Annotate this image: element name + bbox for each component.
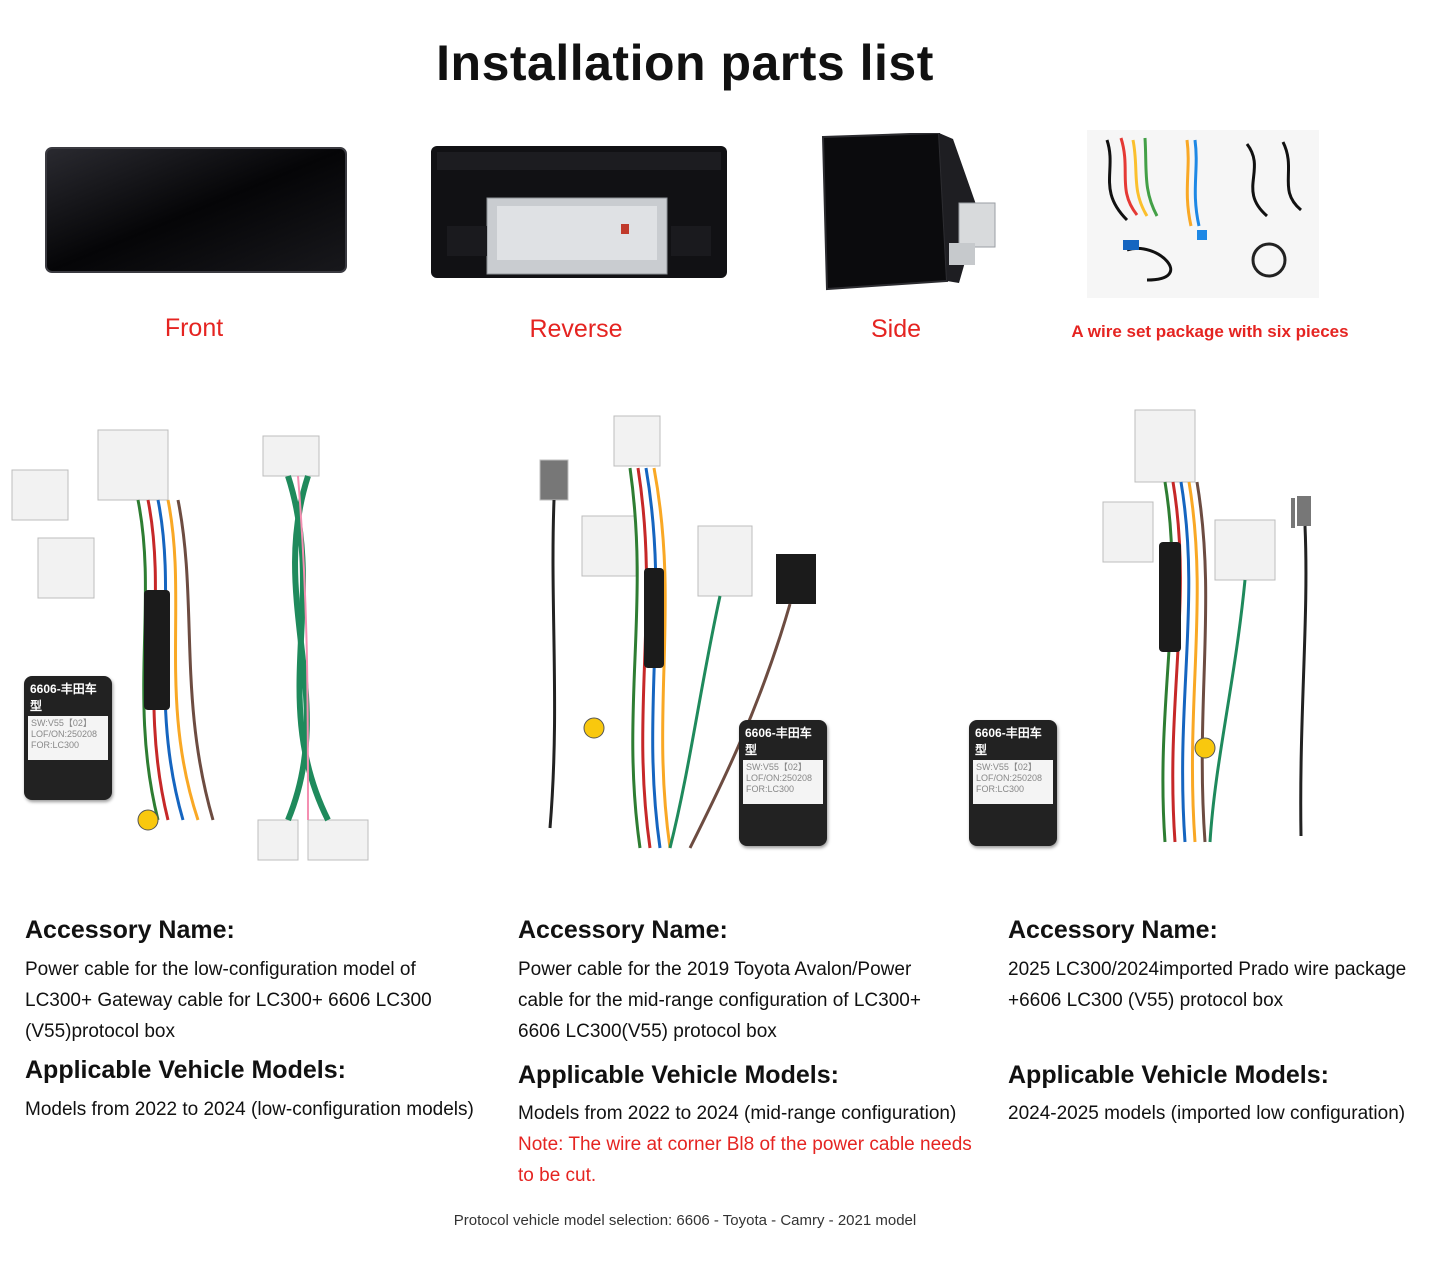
caption-front: Front (164, 314, 224, 342)
harness-image-mid-range (520, 408, 840, 888)
protocol-box-2: 6606-丰田车型 SW:V55【02】 LOF/ON:250208 FOR:L… (739, 720, 827, 846)
vehicle-models-text-3: 2024-2025 models (imported low configura… (1008, 1103, 1406, 1124)
protocol-box-title: 6606-丰田车型 (30, 682, 97, 713)
accessory-name-heading-2: Accessory Name: (518, 916, 728, 944)
text-line: +6606 LC300 (V55) protocol box (1008, 990, 1284, 1011)
vehicle-models-heading-1: Applicable Vehicle Models: (25, 1056, 346, 1084)
text-line: 2025 LC300/2024imported Prado wire packa… (1008, 959, 1407, 980)
protocol-box-label: SW:V55【02】 LOF/ON:250208 FOR:LC300 (973, 760, 1053, 804)
harness-image-imported (1095, 402, 1295, 872)
accessory-name-text-2: Power cable for the 2019 Toyota Avalon/P… (518, 954, 998, 1047)
protocol-box-line: LOF/ON:250208 (976, 773, 1043, 783)
protocol-box-line: FOR:LC300 (31, 740, 80, 750)
protocol-box-line: LOF/ON:250208 (31, 729, 98, 739)
protocol-box-label: SW:V55【02】 LOF/ON:250208 FOR:LC300 (743, 760, 823, 804)
accessory-name-heading-1: Accessory Name: (25, 916, 235, 944)
protocol-box-line: SW:V55【02】 (31, 718, 92, 728)
footer-note: Protocol vehicle model selection: 6606 -… (453, 1212, 917, 1229)
protocol-box-label: SW:V55【02】 LOF/ON:250208 FOR:LC300 (28, 716, 108, 760)
note-line: Note: The wire at corner Bl8 of the powe… (518, 1134, 972, 1155)
vehicle-models-heading-3: Applicable Vehicle Models: (1008, 1061, 1329, 1089)
note-line: to be cut. (518, 1165, 597, 1186)
protocol-box-title: 6606-丰田车型 (745, 726, 812, 757)
harness-image-low-config (8, 400, 418, 900)
wire-set-image (1087, 130, 1319, 298)
side-view-image (819, 133, 999, 293)
text-line: cable for the mid-range configuration of… (518, 990, 921, 1011)
protocol-box-title: 6606-丰田车型 (975, 726, 1042, 757)
text-line: LC300+ Gateway cable for LC300+ 6606 LC3… (25, 990, 432, 1011)
accessory-name-heading-3: Accessory Name: (1008, 916, 1218, 944)
harness-image-imported-lead (1265, 496, 1325, 856)
vehicle-models-text-2: Models from 2022 to 2024 (mid-range conf… (518, 1098, 998, 1191)
reverse-view-image (431, 146, 727, 280)
text-line: Models from 2022 to 2024 (mid-range conf… (518, 1103, 957, 1124)
protocol-box-line: FOR:LC300 (746, 784, 795, 794)
text-line: Power cable for the low-configuration mo… (25, 959, 416, 980)
text-line: 6606 LC300(V55) protocol box (518, 1021, 777, 1042)
protocol-box-line: SW:V55【02】 (976, 762, 1037, 772)
vehicle-models-text-1: Models from 2022 to 2024 (low-configurat… (25, 1099, 474, 1120)
accessory-name-text-3: 2025 LC300/2024imported Prado wire packa… (1008, 954, 1438, 1016)
text-line: Power cable for the 2019 Toyota Avalon/P… (518, 959, 912, 980)
text-line: (V55)protocol box (25, 1021, 175, 1042)
protocol-box-3: 6606-丰田车型 SW:V55【02】 LOF/ON:250208 FOR:L… (969, 720, 1057, 846)
protocol-box-line: FOR:LC300 (976, 784, 1025, 794)
page-title: Installation parts list (436, 35, 934, 91)
accessory-name-text-1: Power cable for the low-configuration mo… (25, 954, 505, 1047)
caption-reverse: Reverse (529, 315, 623, 343)
caption-side: Side (870, 315, 922, 343)
front-view-image (44, 146, 349, 276)
caption-wire-set: A wire set package with six pieces (1071, 322, 1349, 341)
protocol-box-1: 6606-丰田车型 SW:V55【02】 LOF/ON:250208 FOR:L… (24, 676, 112, 800)
protocol-box-line: LOF/ON:250208 (746, 773, 813, 783)
vehicle-models-heading-2: Applicable Vehicle Models: (518, 1061, 839, 1089)
protocol-box-line: SW:V55【02】 (746, 762, 807, 772)
